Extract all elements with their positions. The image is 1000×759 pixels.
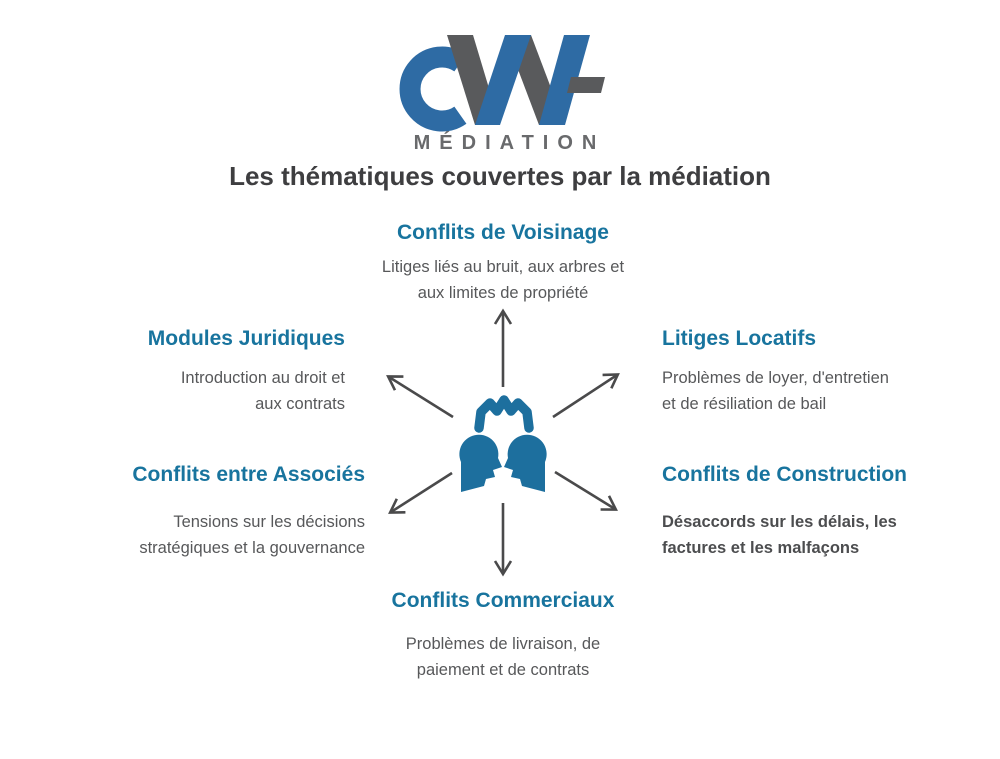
arrow-lower-left-icon <box>388 471 453 514</box>
arrow-lower-right-icon <box>554 470 618 511</box>
topic-construction-heading: Conflits de Construction <box>662 463 907 486</box>
topic-voisinage-description: Litiges liés au bruit, aux arbres et aux… <box>381 258 625 302</box>
right-head-icon <box>504 434 547 492</box>
mediation-hub-diagram <box>386 308 620 577</box>
topic-associes-heading: Conflits entre Associés <box>132 463 365 486</box>
arrow-upper-right-icon <box>552 373 620 419</box>
topic-locatifs-heading: Litiges Locatifs <box>662 327 817 350</box>
arrow-upper-left-icon <box>386 375 454 419</box>
topic-associes: Conflits entre Associés Tensions sur les… <box>83 461 365 561</box>
topic-commerciaux: Conflits Commerciaux Problèmes de livrai… <box>345 587 661 683</box>
topic-voisinage-heading: Conflits de Voisinage <box>397 221 609 244</box>
topic-commerciaux-description: Problèmes de livraison, de paiement et d… <box>405 635 601 679</box>
topic-juridiques: Modules Juridiques Introduction au droit… <box>148 325 345 417</box>
topic-juridiques-description: Introduction au droit et aux contrats <box>180 369 345 413</box>
topic-associes-description: Tensions sur les décisions stratégiques … <box>139 513 365 557</box>
two-heads-gear-icon <box>459 395 547 492</box>
logo-subtitle: MÉDIATION <box>413 132 606 154</box>
gear-arc-icon <box>474 395 534 433</box>
hub-arrows <box>386 308 620 577</box>
page-title: Les thématiques couvertes par la médiati… <box>229 161 771 191</box>
topic-construction-description: Désaccords sur les délais, les factures … <box>662 513 897 557</box>
topic-commerciaux-heading: Conflits Commerciaux <box>391 589 615 612</box>
topic-locatifs-description: Problèmes de loyer, d'entretien et de ré… <box>662 369 889 413</box>
left-head-icon <box>459 434 502 492</box>
topic-construction: Conflits de Construction Désaccords sur … <box>662 461 920 561</box>
topic-juridiques-heading: Modules Juridiques <box>147 327 345 350</box>
cw-logo-icon <box>399 35 605 132</box>
topic-voisinage: Conflits de Voisinage Litiges liés au br… <box>345 219 661 306</box>
topic-locatifs: Litiges Locatifs Problèmes de loyer, d'e… <box>662 325 902 417</box>
